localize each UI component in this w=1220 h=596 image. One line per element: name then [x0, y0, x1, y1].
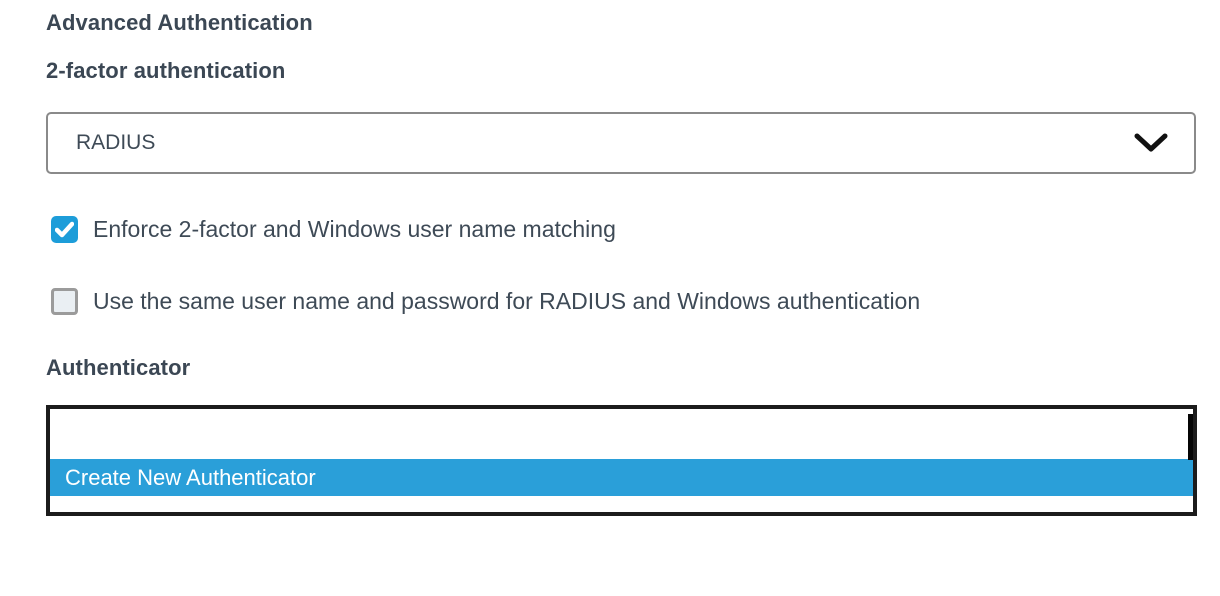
checkmark-icon [55, 221, 74, 238]
section-title: Advanced Authentication [46, 10, 313, 35]
two-factor-authentication-label: 2-factor authentication [46, 58, 286, 83]
listbox-scrollbar-thumb[interactable] [1188, 414, 1193, 460]
enforce-matching-checkbox-row[interactable]: Enforce 2-factor and Windows user name m… [51, 216, 616, 243]
same-credentials-checkbox-row[interactable]: Use the same user name and password for … [51, 288, 920, 315]
authenticator-label: Authenticator [46, 355, 191, 380]
enforce-matching-checkbox[interactable] [51, 216, 78, 243]
authenticator-option-create-new[interactable]: Create New Authenticator [50, 459, 1193, 496]
same-credentials-label: Use the same user name and password for … [93, 288, 921, 314]
same-credentials-checkbox[interactable] [51, 288, 78, 315]
authenticator-dropdown-listbox[interactable]: Create New Authenticator [46, 405, 1197, 516]
two-factor-type-selected-value: RADIUS [76, 131, 156, 154]
enforce-matching-label: Enforce 2-factor and Windows user name m… [93, 216, 616, 242]
authenticator-option-empty[interactable] [50, 409, 1193, 459]
two-factor-type-select[interactable]: RADIUS [46, 112, 1196, 174]
chevron-down-icon [1134, 133, 1168, 152]
